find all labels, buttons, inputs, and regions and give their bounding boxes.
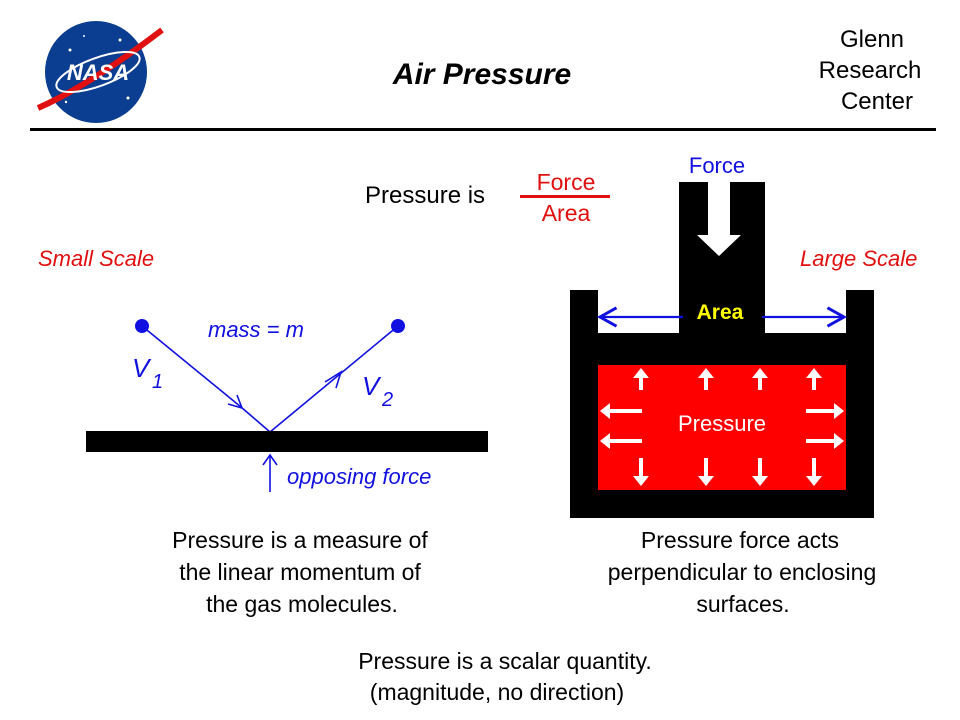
svg-text:perpendicular to enclosing: perpendicular to enclosing bbox=[608, 559, 877, 585]
pressure-down-arrow-icon bbox=[698, 458, 714, 486]
pressure-up-arrow-icon bbox=[633, 368, 649, 390]
large-scale-label: Large Scale bbox=[800, 246, 917, 271]
svg-text:Pressure force acts: Pressure force acts bbox=[641, 527, 839, 553]
fraction-bar bbox=[520, 195, 610, 198]
pressure-right-arrow-icon bbox=[806, 403, 844, 419]
svg-text:Pressure is a scalar quantity.: Pressure is a scalar quantity. bbox=[358, 648, 652, 674]
pressure-up-arrow-icon bbox=[698, 368, 714, 390]
page-title: Air Pressure bbox=[392, 58, 571, 91]
large-scale-caption: Pressure force acts perpendicular to enc… bbox=[608, 527, 877, 617]
svg-text:Pressure is a measure of: Pressure is a measure of bbox=[172, 527, 428, 553]
pressure-down-arrow-icon bbox=[806, 458, 822, 486]
org-name: Glenn Research Center bbox=[819, 26, 922, 115]
svg-text:V: V bbox=[362, 371, 382, 401]
small-scale-caption: Pressure is a measure of the linear mome… bbox=[172, 527, 428, 617]
pressure-arrows bbox=[600, 368, 844, 486]
force-label: Force bbox=[689, 153, 745, 178]
container-left-wall bbox=[570, 290, 598, 518]
logo-text: NASA bbox=[67, 60, 129, 85]
force-down-arrow-icon bbox=[697, 182, 741, 256]
outgoing-arrowhead-icon bbox=[324, 370, 343, 389]
pressure-label: Pressure bbox=[678, 411, 766, 436]
container-bottom bbox=[570, 490, 874, 518]
pressure-left-arrow-icon bbox=[600, 433, 642, 449]
pressure-right-arrow-icon bbox=[806, 433, 844, 449]
container-right-wall bbox=[846, 290, 874, 518]
small-scale-label: Small Scale bbox=[38, 246, 154, 271]
svg-text:1: 1 bbox=[152, 371, 163, 393]
org-line-3: Center bbox=[841, 88, 913, 115]
velocity-2-label: V 2 bbox=[362, 371, 393, 411]
header-divider bbox=[30, 128, 936, 131]
svg-text:surfaces.: surfaces. bbox=[696, 591, 789, 617]
svg-text:2: 2 bbox=[381, 389, 393, 411]
nasa-logo-icon: NASA bbox=[36, 21, 164, 123]
velocity-1-label: V 1 bbox=[132, 353, 163, 393]
pressure-up-arrow-icon bbox=[806, 368, 822, 390]
svg-text:V: V bbox=[132, 353, 152, 383]
svg-text:the gas molecules.: the gas molecules. bbox=[206, 591, 398, 617]
pressure-up-arrow-icon bbox=[752, 368, 768, 390]
definition-prefix: Pressure is bbox=[365, 182, 485, 209]
fraction-numerator: Force bbox=[537, 169, 596, 195]
svg-text:the linear momentum of: the linear momentum of bbox=[179, 559, 421, 585]
pressure-down-arrow-icon bbox=[633, 458, 649, 486]
incoming-path-end bbox=[240, 406, 271, 433]
fraction-denominator: Area bbox=[542, 200, 591, 226]
opposing-arrowhead-icon bbox=[262, 453, 278, 466]
piston-container bbox=[570, 182, 874, 518]
svg-text:(magnitude, no direction): (magnitude, no direction) bbox=[370, 679, 624, 705]
pressure-down-arrow-icon bbox=[752, 458, 768, 486]
incoming-path-arrow bbox=[141, 325, 242, 408]
opposing-force-label: opposing force bbox=[287, 464, 431, 489]
surface-wall bbox=[86, 431, 488, 452]
org-line-2: Research bbox=[819, 57, 922, 84]
footer-note: Pressure is a scalar quantity. (magnitud… bbox=[358, 648, 652, 705]
area-label: Area bbox=[697, 301, 744, 324]
mass-label: mass = m bbox=[208, 317, 304, 342]
pressure-left-arrow-icon bbox=[600, 403, 642, 419]
outgoing-path-arrow bbox=[269, 325, 399, 433]
org-line-1: Glenn bbox=[840, 26, 904, 53]
